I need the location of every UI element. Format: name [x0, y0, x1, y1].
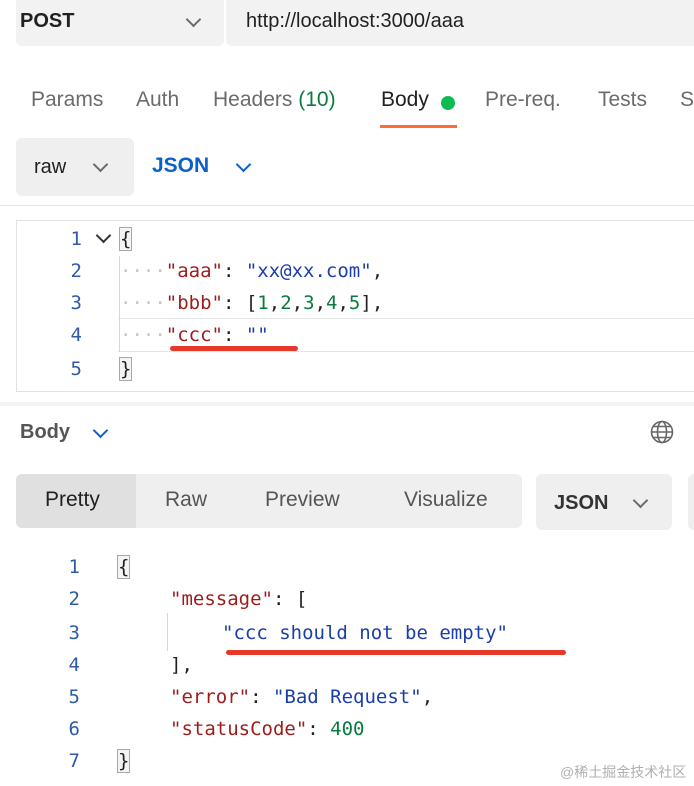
- resp-line-1: {: [116, 555, 131, 579]
- json-string: "": [245, 324, 269, 346]
- chevron-down-icon[interactable]: [235, 156, 252, 173]
- annotation-underline: [170, 346, 298, 351]
- line-number: 3: [68, 622, 80, 644]
- line-number: 4: [70, 324, 82, 346]
- chevron-down-icon[interactable]: [92, 422, 109, 439]
- response-format-label: JSON: [554, 492, 609, 514]
- response-format-select[interactable]: [536, 474, 672, 530]
- indent-guide: [119, 256, 120, 352]
- line-number: 4: [68, 654, 80, 676]
- method-label: POST: [20, 10, 75, 32]
- line-number: 7: [68, 750, 80, 772]
- json-string: "xx@xx.com": [245, 260, 372, 282]
- method-select[interactable]: [16, 0, 224, 46]
- resp-line-4: ],: [170, 654, 193, 676]
- response-body-title[interactable]: Body: [20, 421, 70, 443]
- globe-icon[interactable]: [650, 420, 674, 444]
- line-number: 1: [68, 556, 80, 578]
- resp-line-7: }: [116, 749, 131, 773]
- resp-line-6: "statusCode": 400: [170, 718, 365, 740]
- request-body-editor[interactable]: [16, 220, 694, 392]
- close-brace: }: [118, 357, 133, 381]
- wrap-toggle-button[interactable]: [688, 474, 694, 530]
- json-number: 2: [280, 292, 292, 314]
- json-key: "bbb": [165, 292, 223, 314]
- json-key: "message": [170, 588, 273, 610]
- divider: [0, 205, 694, 206]
- open-brace: {: [116, 555, 131, 579]
- code-line-3: ····"bbb": [1,2,3,4,5],: [120, 292, 384, 314]
- annotation-underline: [226, 650, 566, 655]
- resp-line-5: "error": "Bad Request",: [170, 686, 434, 708]
- json-key: "error": [170, 686, 251, 708]
- json-number: 400: [330, 718, 365, 740]
- view-tab-pretty[interactable]: Pretty: [45, 488, 100, 511]
- code-line-1: {: [118, 227, 133, 251]
- headers-count: (10): [298, 88, 336, 111]
- json-number: 4: [326, 292, 338, 314]
- url-input[interactable]: [226, 0, 694, 46]
- code-line-4: ····"ccc": "": [120, 324, 269, 346]
- body-mode-select[interactable]: [16, 138, 134, 196]
- body-active-dot: [441, 96, 455, 110]
- resp-line-2: "message": [: [170, 588, 308, 610]
- indent-guide: [167, 613, 168, 651]
- line-number: 2: [68, 588, 80, 610]
- code-line-5: }: [118, 357, 133, 381]
- tab-headers-label: Headers: [213, 88, 293, 111]
- json-number: 5: [348, 292, 361, 314]
- tab-auth[interactable]: Auth: [136, 88, 180, 111]
- tab-tests[interactable]: Tests: [598, 88, 648, 111]
- watermark: @稀土掘金技术社区: [560, 764, 687, 780]
- code-line-2: ····"aaa": "xx@xx.com",: [120, 260, 384, 282]
- tab-body[interactable]: Body: [381, 88, 429, 111]
- body-format-select[interactable]: JSON: [152, 154, 210, 177]
- json-key: "statusCode": [170, 718, 308, 740]
- view-tab-visualize[interactable]: Visualize: [404, 488, 488, 511]
- tab-params[interactable]: Params: [31, 88, 104, 111]
- tab-headers[interactable]: Headers (10): [213, 88, 336, 112]
- line-number: 1: [70, 228, 82, 250]
- tab-settings[interactable]: S: [680, 88, 694, 111]
- body-mode-label: raw: [34, 156, 67, 178]
- active-tab-indicator: [380, 125, 457, 128]
- json-key: "aaa": [165, 260, 223, 282]
- close-brace: }: [116, 749, 131, 773]
- line-number: 6: [68, 718, 80, 740]
- url-text: http://localhost:3000/aaa: [246, 10, 464, 32]
- line-number: 5: [68, 686, 80, 708]
- view-tab-active-bg: [16, 474, 136, 528]
- json-key: "ccc": [165, 324, 223, 346]
- json-string: "Bad Request": [272, 686, 422, 708]
- json-number: 1: [257, 292, 269, 314]
- tab-pre-request[interactable]: Pre-req.: [485, 88, 561, 111]
- line-number: 2: [70, 260, 82, 282]
- json-string: "ccc should not be empty": [222, 622, 508, 644]
- view-tab-raw[interactable]: Raw: [165, 488, 208, 511]
- view-tab-preview[interactable]: Preview: [265, 488, 340, 511]
- json-number: 3: [303, 292, 315, 314]
- resp-line-3: "ccc should not be empty": [222, 622, 508, 644]
- open-brace: {: [118, 227, 133, 251]
- line-number: 5: [70, 358, 82, 380]
- line-number: 3: [70, 292, 82, 314]
- divider: [0, 402, 694, 406]
- current-line-highlight: [118, 318, 694, 352]
